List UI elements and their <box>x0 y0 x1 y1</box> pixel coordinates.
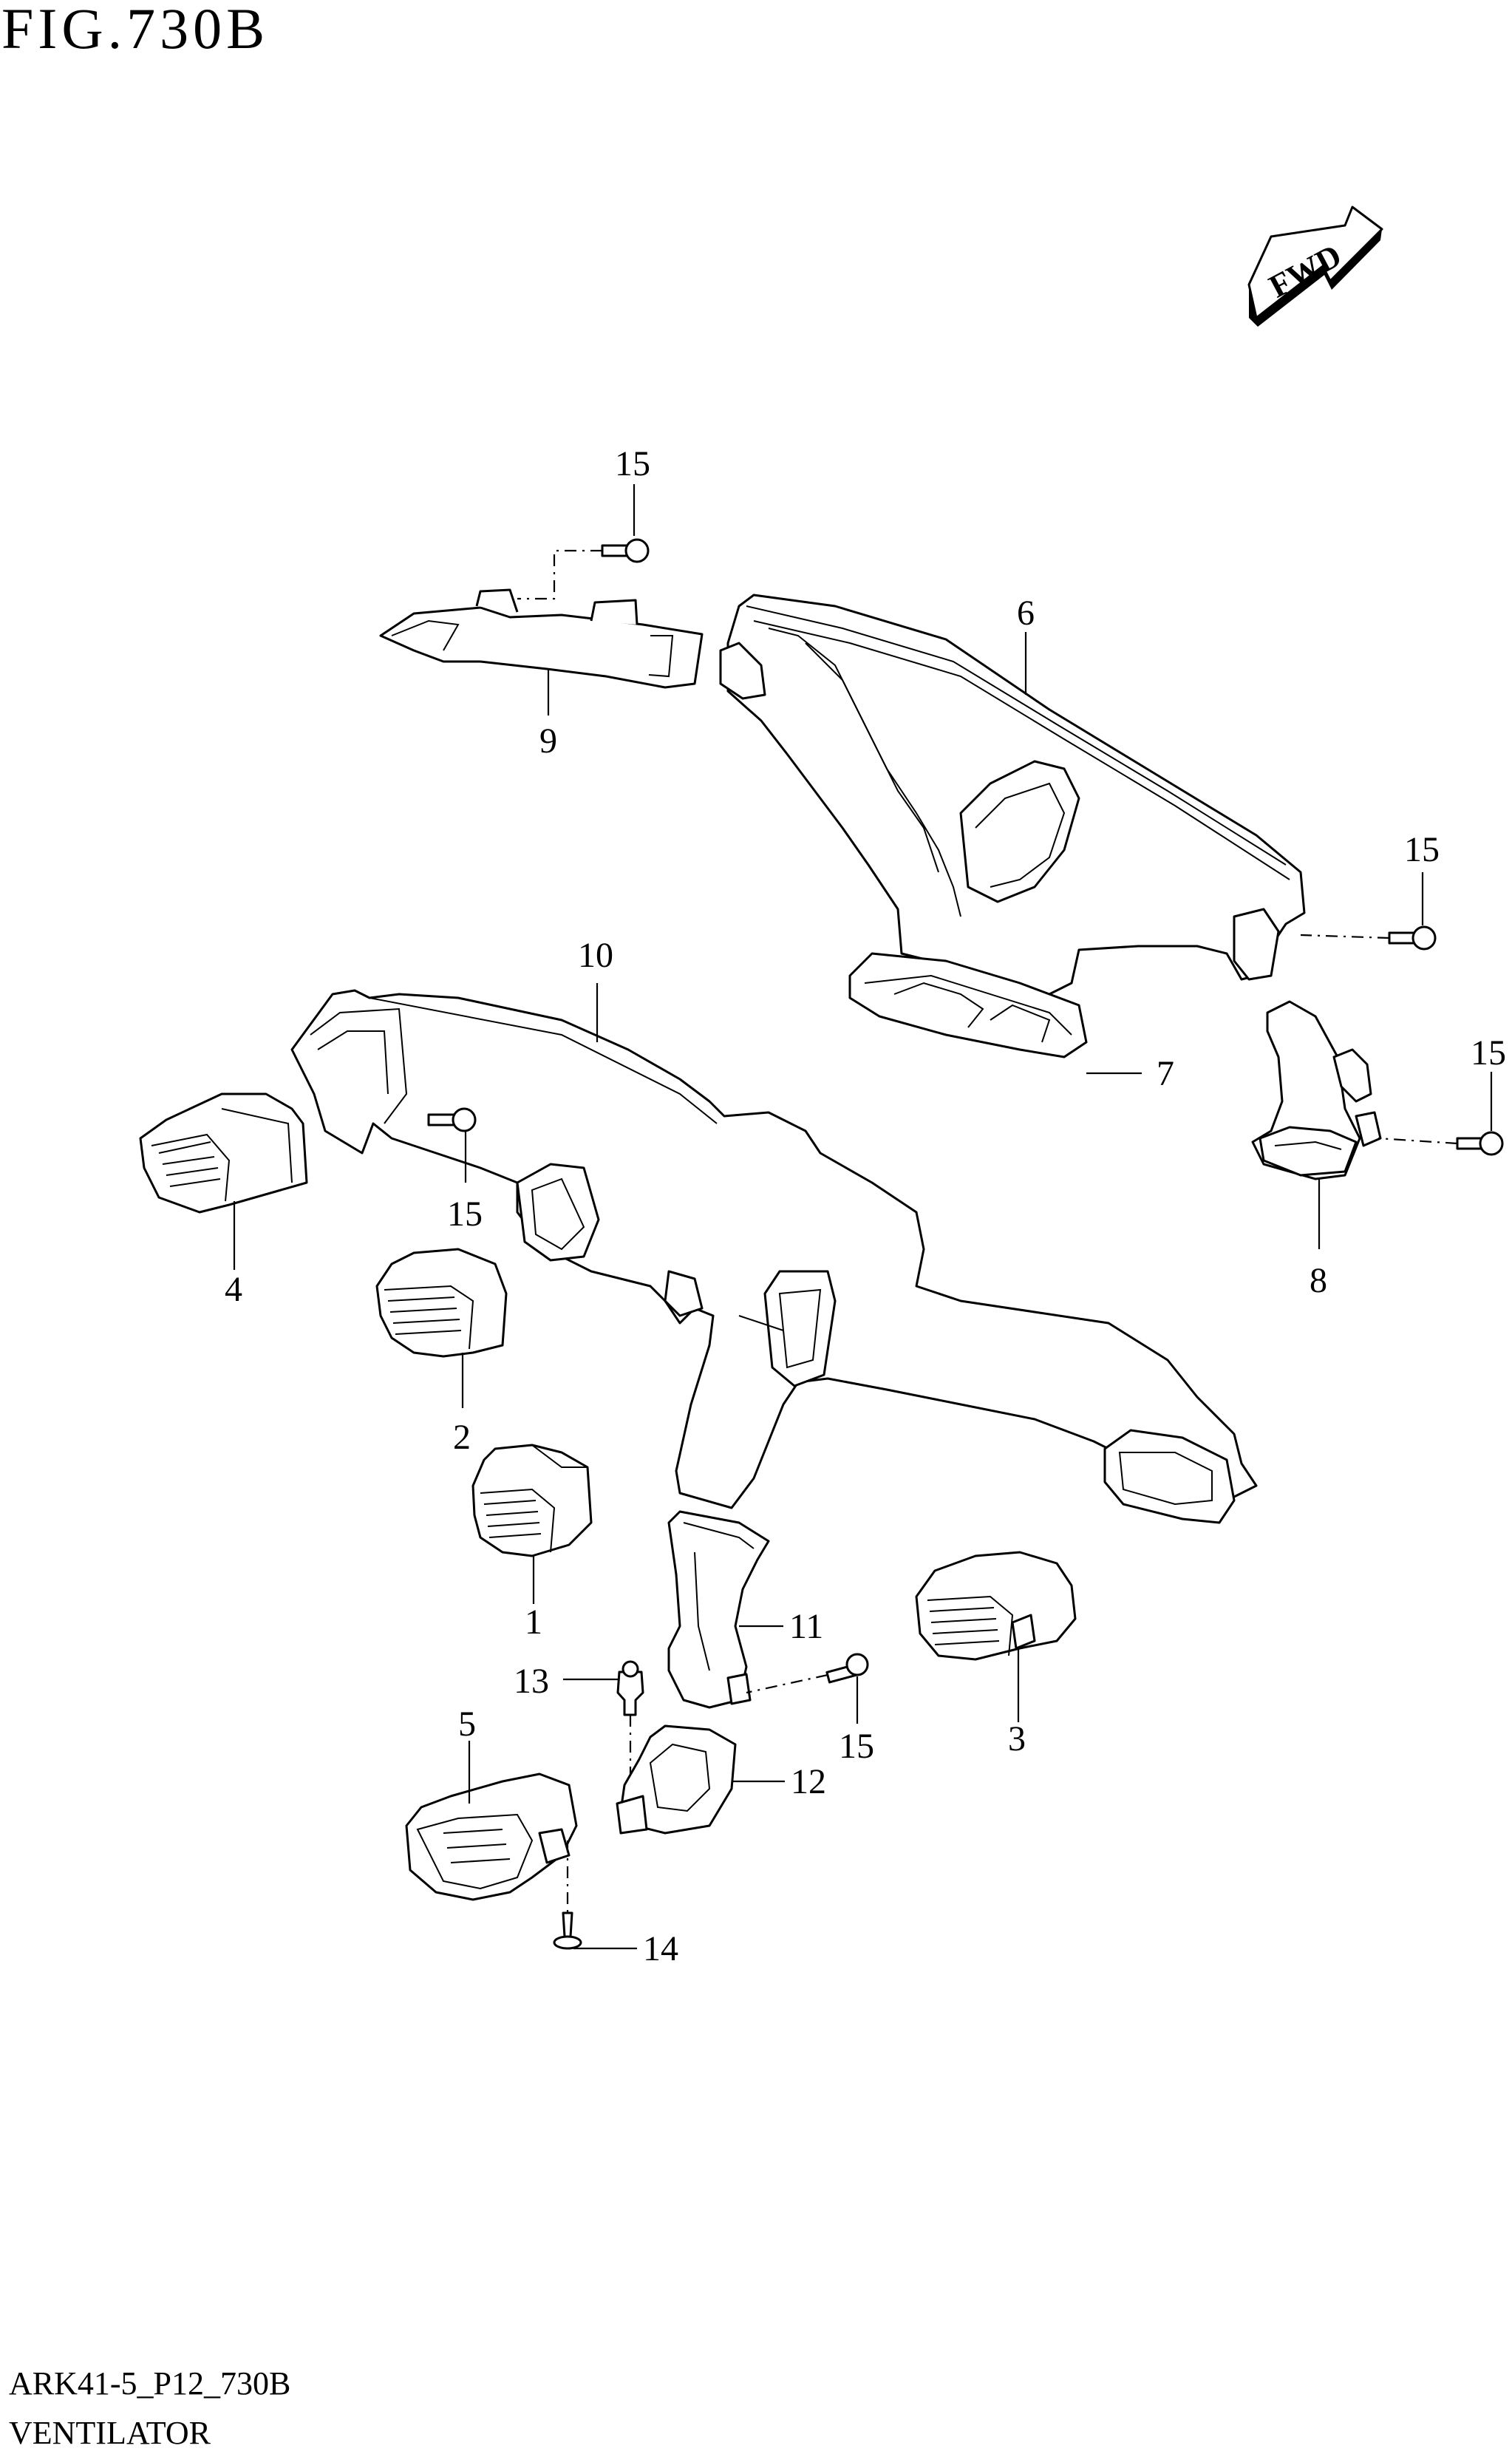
part-11-floor-duct <box>667 1510 770 1709</box>
callout-15b: 15 <box>1404 830 1440 869</box>
callout-15d: 15 <box>447 1194 483 1234</box>
fwd-arrow-icon: FWD <box>1247 205 1383 327</box>
callout-11: 11 <box>789 1607 823 1646</box>
part-2-vent-louver <box>375 1248 508 1358</box>
screw-14-icon <box>553 1911 582 1950</box>
callout-8: 8 <box>1310 1261 1327 1300</box>
assembly-line-15a <box>517 549 602 600</box>
callout-12: 12 <box>791 1762 826 1801</box>
part-5-vent-louver <box>405 1772 578 1901</box>
screw-15c-icon <box>1456 1131 1504 1156</box>
callout-15a: 15 <box>615 444 650 483</box>
figure-title: FIG.730B <box>1 0 270 61</box>
assembly-line-15b <box>1300 934 1390 939</box>
callout-3: 3 <box>1008 1719 1026 1758</box>
screw-15e-icon <box>825 1653 869 1684</box>
screw-15b-icon <box>1388 925 1437 951</box>
callout-4: 4 <box>225 1270 242 1309</box>
callout-7: 7 <box>1157 1054 1174 1093</box>
footer-name: VENTILATOR <box>9 2415 211 2451</box>
part-10-main-duct <box>290 989 1258 1524</box>
footer-code: ARK41-5_P12_730B <box>9 2365 291 2402</box>
screw-15d-icon <box>427 1107 477 1132</box>
assembly-line-15e <box>746 1673 828 1694</box>
part-4-vent-louver <box>139 1092 308 1214</box>
callout-15e: 15 <box>839 1727 874 1766</box>
callout-14: 14 <box>643 1929 678 1968</box>
callout-2: 2 <box>453 1418 471 1457</box>
part-7-grille <box>848 952 1088 1058</box>
part-3-vent-louver <box>915 1551 1077 1661</box>
part-1-vent-louver <box>471 1444 593 1557</box>
assembly-line-15c <box>1378 1137 1458 1145</box>
callout-5: 5 <box>458 1704 476 1744</box>
part-6-defroster-duct <box>719 594 1306 996</box>
callout-15c: 15 <box>1471 1033 1506 1073</box>
screw-15a-icon <box>601 538 650 563</box>
part-9-side-duct <box>379 588 704 689</box>
callout-13: 13 <box>514 1662 549 1701</box>
callout-10: 10 <box>578 936 613 975</box>
callout-9: 9 <box>539 721 557 761</box>
part-8-side-duct <box>1251 1000 1382 1180</box>
callout-1: 1 <box>525 1602 542 1642</box>
part-12-duct-joint <box>616 1724 737 1835</box>
callout-6: 6 <box>1017 594 1035 633</box>
clip-13-icon <box>616 1660 644 1716</box>
